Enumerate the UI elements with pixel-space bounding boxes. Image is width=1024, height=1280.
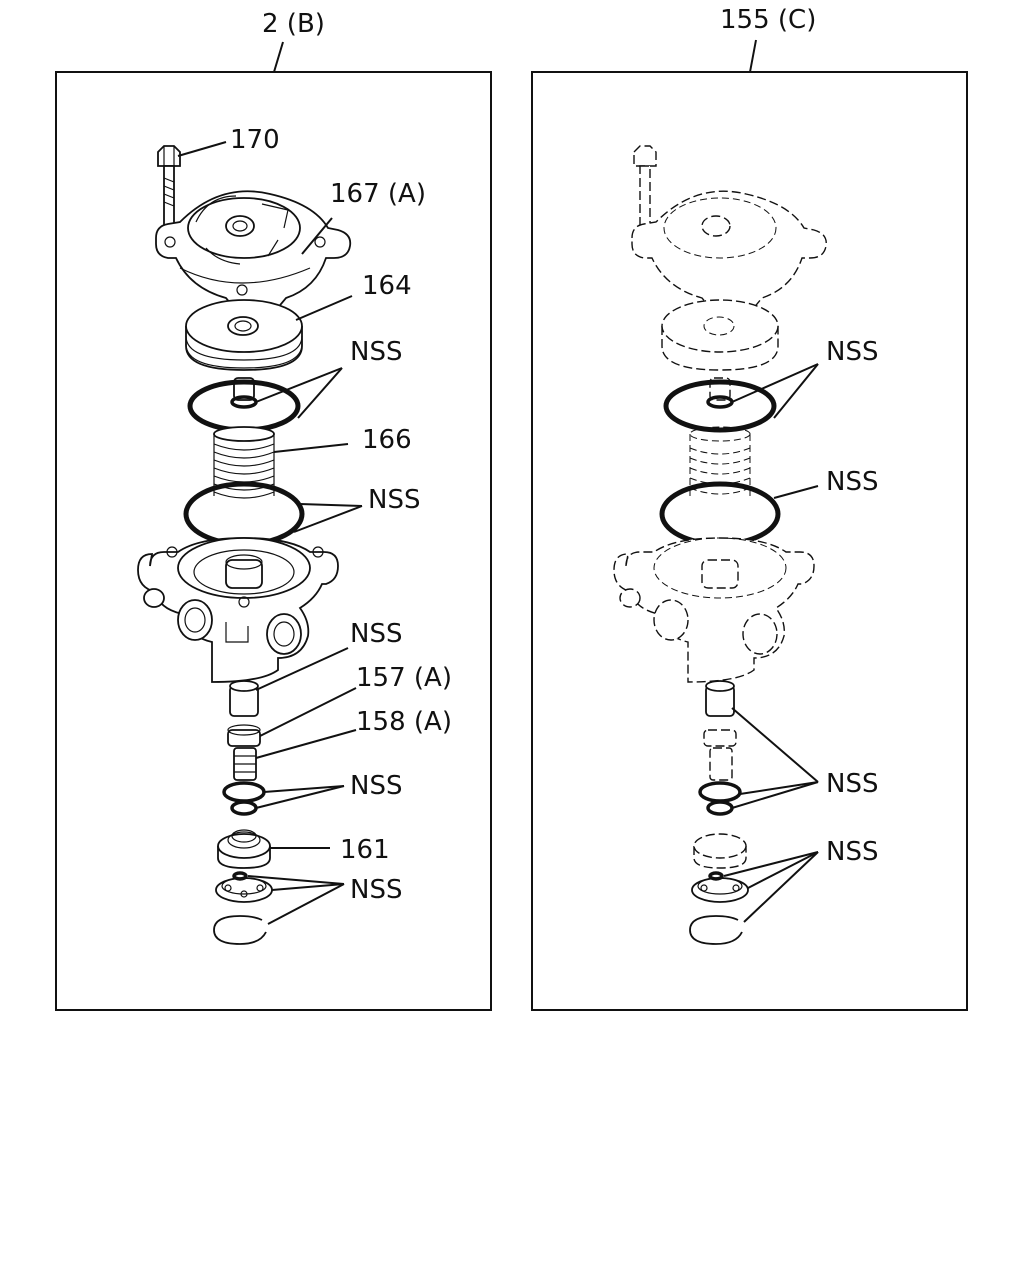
label-157a: 157 (A) [356, 663, 452, 693]
spring-small-ghost [709, 747, 733, 781]
valve-insert-nss [229, 680, 259, 717]
spring-ghost [689, 426, 751, 496]
panel-155c-heading: 155 (C) [720, 5, 816, 35]
valve-157 [227, 724, 261, 747]
label-nss-c1: NSS [826, 337, 878, 367]
valve-ghost [703, 729, 737, 747]
label-167a: 167 (A) [330, 179, 426, 209]
panel-155c-frame [531, 71, 968, 1011]
o-ring-large-upper-c [663, 379, 777, 433]
o-ring-lower-a-c [698, 781, 742, 803]
guide-ghost [693, 833, 747, 869]
panel-2b: 2 (B) [55, 9, 492, 1011]
washer-nss [215, 871, 273, 903]
valve-body-ghost [613, 537, 815, 683]
spring-158 [233, 747, 257, 781]
label-nss-4: NSS [350, 771, 402, 801]
snap-ring-nss [213, 915, 267, 945]
valve-insert-c [705, 680, 735, 717]
label-nss-5: NSS [350, 875, 402, 905]
piston-ghost [661, 299, 779, 371]
washer-c [691, 871, 749, 903]
o-ring-large-lower-c [659, 481, 781, 547]
guide-161 [217, 829, 271, 869]
panel-155c-heading-leader [749, 39, 757, 73]
label-nss-1: NSS [350, 337, 402, 367]
label-nss-c2: NSS [826, 467, 878, 497]
leader-lines-155c [723, 363, 819, 923]
o-ring-large-lower [183, 481, 305, 547]
label-170: 170 [230, 125, 280, 155]
panel-2b-heading-leader [273, 41, 284, 73]
bolt-170 [157, 145, 181, 239]
valve-body [137, 537, 339, 683]
label-161: 161 [340, 835, 390, 865]
panel-155c: 155 (C) [531, 5, 968, 1011]
cover-ghost [631, 190, 827, 311]
cover-167 [155, 190, 352, 311]
label-nss-2: NSS [368, 485, 420, 515]
label-164: 164 [362, 271, 412, 301]
bolt-ghost [633, 145, 657, 239]
label-166: 166 [362, 425, 412, 455]
label-nss-3: NSS [350, 619, 402, 649]
label-nss-c3: NSS [826, 769, 878, 799]
label-158a: 158 (A) [356, 707, 452, 737]
leader-lines-2b [177, 141, 363, 925]
panel-2b-heading: 2 (B) [262, 9, 325, 39]
o-ring-lower-b [230, 800, 258, 816]
o-ring-lower-a [222, 781, 266, 803]
o-ring-small-c [706, 395, 734, 409]
panel-2b-frame [55, 71, 492, 1011]
o-ring-lower-b-c [706, 800, 734, 816]
label-nss-c4: NSS [826, 837, 878, 867]
piston-164 [185, 299, 303, 371]
snap-ring-c [689, 915, 743, 945]
